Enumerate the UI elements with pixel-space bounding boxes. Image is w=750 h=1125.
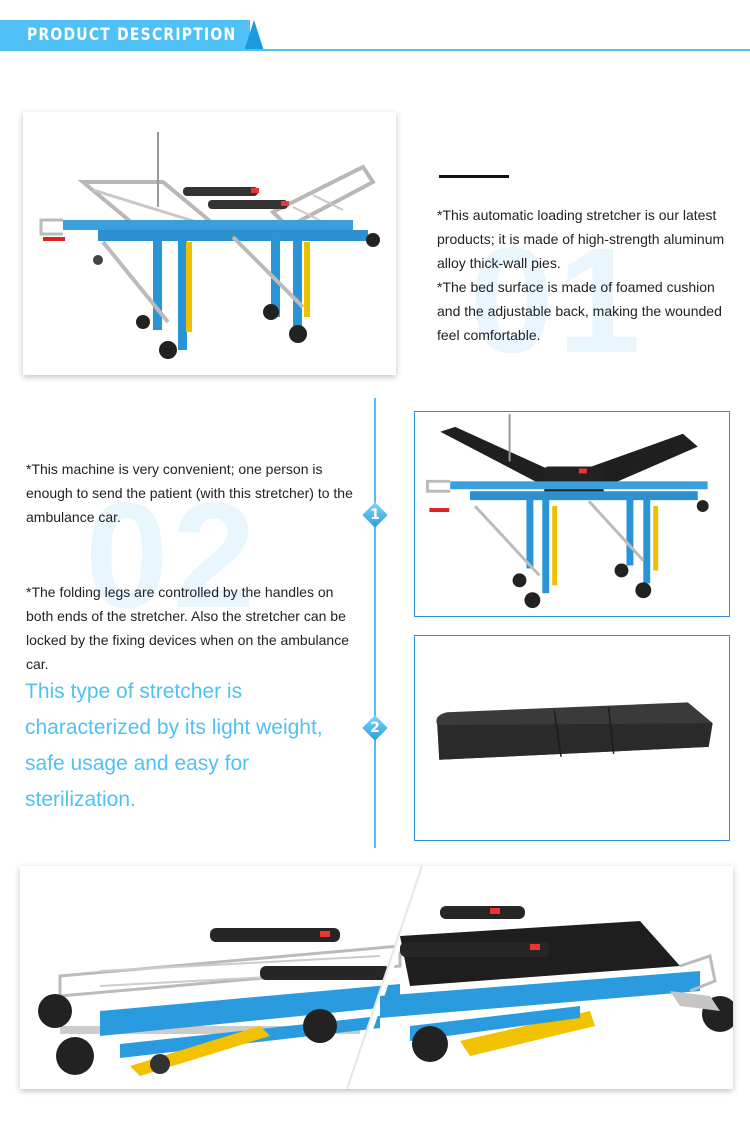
section1-paragraph-1: *This automatic loading stretcher is our… [437,207,725,271]
mattress-image [414,635,730,841]
mattress-illustration [436,702,713,760]
step-marker-1-label: 1 [370,507,380,523]
section1-paragraph-2: *The bed surface is made of foamed cushi… [437,279,722,343]
folded-stretcher-comparison-image [20,866,733,1089]
folded-stretcher-illustration [38,866,733,1089]
section2-paragraph-2: *The folding legs are controlled by the … [26,584,349,672]
stretcher-frame-image [23,112,396,375]
highlight-text: This type of stretcher is characterized … [25,680,323,811]
stretcher-with-mattress-image [414,411,730,617]
banner-triangle [244,20,264,51]
watermark-02: 02 [85,471,260,639]
timeline-line [374,398,376,848]
banner-bar [0,20,250,51]
section-header-banner: PRODUCT DESCRIPTION [0,20,750,52]
page-title: PRODUCT DESCRIPTION [27,25,237,45]
decorative-dash [439,175,509,178]
section1-description: *This automatic loading stretcher is our… [437,203,737,347]
watermark-01: 01 [470,216,645,384]
section2-paragraph-1: *This machine is very convenient; one pe… [26,461,353,525]
banner-underline [0,49,750,51]
step-marker-2-label: 2 [370,720,380,736]
stretcher-with-mattress-illustration [425,413,709,609]
stretcher-frame-illustration [39,132,380,359]
